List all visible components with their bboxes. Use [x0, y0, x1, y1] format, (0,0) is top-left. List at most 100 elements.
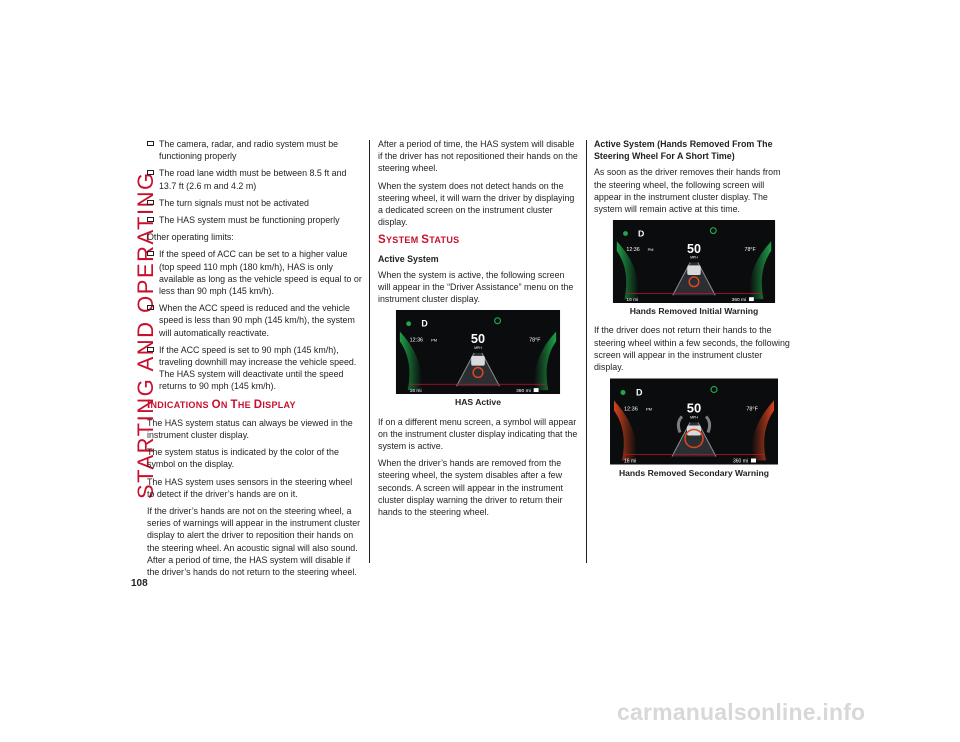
- clock-ampm: PM: [646, 407, 652, 412]
- bullet-item: The camera, radar, and radio system must…: [147, 138, 362, 162]
- clock-ampm: PM: [648, 248, 654, 252]
- road-lane-icon: [672, 262, 716, 296]
- outside-temperature: 78°F: [746, 407, 758, 413]
- range-distance: 360 mi: [732, 297, 746, 303]
- paragraph: After a period of time, the HAS system w…: [378, 139, 578, 174]
- bullet-text: The camera, radar, and radio system must…: [159, 139, 339, 162]
- column-1: The camera, radar, and radio system must…: [147, 138, 362, 583]
- checkbox-bullet-icon: [147, 170, 154, 176]
- paragraph: If the driver’s hands are not on the ste…: [147, 506, 361, 578]
- paragraph: As soon as the driver removes their hand…: [594, 167, 781, 215]
- requirements-list: The camera, radar, and radio system must…: [147, 138, 362, 226]
- road-lane-icon: [456, 353, 500, 387]
- speed-readout: 50: [687, 401, 701, 416]
- clock-time: 12:36: [624, 407, 638, 413]
- steering-wheel-icon: [684, 428, 704, 449]
- bullet-text: The road lane width must be between 8.5 …: [159, 168, 347, 191]
- checkbox-bullet-icon: [147, 251, 154, 257]
- subheading-hands-removed: Active System (Hands Removed From The St…: [594, 139, 773, 162]
- checkbox-bullet-icon: [147, 346, 154, 352]
- paragraph: When the system does not detect hands on…: [378, 180, 575, 228]
- section-heading-system-status: SYSTEM STATUS: [378, 234, 460, 247]
- paragraph: If the driver does not return their hand…: [594, 325, 790, 373]
- left-gauge-arc-icon: [616, 241, 639, 300]
- figure-caption: HAS Active: [454, 397, 501, 408]
- checkbox-bullet-icon: [147, 305, 154, 311]
- clock-time: 12:36: [410, 338, 423, 344]
- trip-distance: 16 mi: [626, 297, 638, 303]
- left-gauge-arc-icon: [399, 331, 422, 391]
- limits-list: If the speed of ACC can be set to a high…: [147, 248, 362, 392]
- gear-indicator: D: [636, 388, 643, 398]
- bullet-item: If the speed of ACC can be set to a high…: [147, 248, 362, 297]
- outside-temperature: 78°F: [529, 338, 541, 344]
- has-status-icon: [710, 386, 718, 394]
- fuel-pump-icon: [751, 458, 756, 463]
- range-distance: 360 mi: [516, 388, 531, 394]
- lane-line-right: [481, 353, 500, 387]
- clock-ampm: PM: [431, 338, 437, 343]
- speed-unit: MPH: [474, 347, 482, 351]
- right-gauge-arc-icon: [534, 331, 557, 391]
- figure-caption: Hands Removed Initial Warning: [629, 306, 759, 317]
- bullet-text: The HAS system must be functioning prope…: [159, 215, 340, 226]
- car-icon: [687, 265, 701, 276]
- steering-wheel-icon: [688, 276, 700, 288]
- speed-unit: MPH: [690, 256, 698, 260]
- section-heading-indications: INDICATIONS ON THE DISPLAY: [147, 398, 296, 411]
- checkbox-bullet-icon: [147, 199, 154, 205]
- bullet-item: The HAS system must be functioning prope…: [147, 214, 362, 226]
- steering-wheel-icon: [472, 367, 484, 379]
- trip-distance: 16 mi: [624, 459, 636, 465]
- range-distance: 360 mi: [733, 459, 748, 465]
- has-status-icon: [494, 317, 502, 325]
- subheading-active-system: Active System: [378, 253, 439, 264]
- bullet-item: The road lane width must be between 8.5 …: [147, 167, 362, 191]
- bullet-item: The turn signals must not be activated: [147, 197, 362, 209]
- bullet-text: If the ACC speed is set to 90 mph (145 k…: [159, 344, 357, 392]
- speed-unit: MPH: [690, 416, 698, 420]
- outside-temperature: 78°F: [745, 247, 757, 253]
- checkbox-bullet-icon: [147, 141, 154, 146]
- fuel-pump-icon: [749, 297, 754, 302]
- paragraph: If on a different menu screen, a symbol …: [378, 416, 578, 452]
- lane-line-left: [456, 353, 475, 387]
- paragraph: The system status is indicated by the co…: [147, 447, 339, 470]
- paragraph: When the driver’s hands are removed from…: [378, 458, 563, 518]
- bullet-item: If the ACC speed is set to 90 mph (145 k…: [147, 344, 362, 393]
- right-gauge-arc-icon: [749, 241, 772, 300]
- paragraph: The HAS system uses sensors in the steer…: [147, 476, 353, 499]
- gear-indicator: D: [638, 229, 644, 239]
- paragraph: When the system is active, the following…: [378, 269, 574, 305]
- column-2: After a period of time, the HAS system w…: [378, 138, 578, 523]
- fuel-pump-icon: [533, 388, 539, 393]
- speed-readout: 50: [687, 242, 701, 256]
- right-gauge-arc-icon: [751, 400, 774, 461]
- watermark: carmanualsonline.info: [617, 699, 866, 725]
- figure-caption: Hands Removed Secondary Warning: [618, 468, 770, 479]
- bullet-item: When the ACC speed is reduced and the ve…: [147, 302, 362, 339]
- page-number: 108: [131, 578, 148, 589]
- bullet-text: The turn signals must not be activated: [159, 197, 309, 208]
- left-hand-icon: [676, 415, 684, 434]
- speed-readout: 50: [471, 333, 485, 347]
- car-icon: [471, 356, 485, 367]
- column-divider-1: [369, 140, 370, 563]
- checkbox-bullet-icon: [147, 217, 154, 223]
- road-lane-icon: [672, 422, 716, 457]
- column-divider-2: [586, 140, 587, 563]
- bullet-text: When the ACC speed is reduced and the ve…: [159, 303, 355, 338]
- right-hand-icon: [704, 415, 712, 434]
- left-gauge-arc-icon: [614, 400, 637, 461]
- clock-time: 12:36: [626, 247, 639, 253]
- bullet-text: If the speed of ACC can be set to a high…: [159, 249, 362, 297]
- headlight-icon: [623, 231, 628, 237]
- other-limits-label: Other operating limits:: [147, 232, 234, 243]
- car-icon: [687, 425, 701, 436]
- trip-distance: 16 mi: [410, 388, 422, 394]
